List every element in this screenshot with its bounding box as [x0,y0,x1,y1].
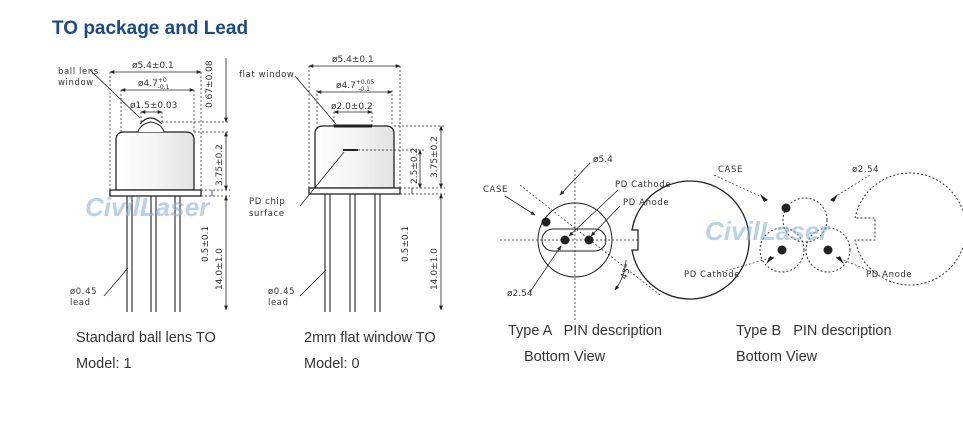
flat-window-h-lead: 14.0±1.0 [430,248,440,290]
flat-window-label: flat window [239,70,294,80]
flat-window-d-cap: ø4.7+0.05-0.1 [336,79,374,93]
type-a-pin-diagram [500,162,750,320]
flat-window-h-cap: 3.75±0.2 [430,136,440,178]
ball-lens-lead-label-1: ø0.45 [70,287,97,297]
type-b-labels: CASE ø2.54 PD Cathode PD Anode [684,165,912,280]
type-b-pd-anode-label: PD Anode [866,270,912,280]
flat-window-h-flange: 0.5±0.1 [401,226,411,262]
flat-window-to-labels: flat window ø5.4±0.1 ø4.7+0.05-0.1 ø2.0±… [239,55,440,308]
type-b-caption: Type B PIN description [736,323,892,339]
ball-lens-h-cap: 3.75±0.2 [215,144,225,186]
ball-lens-d-outer: ø5.4±0.1 [132,61,174,71]
pd-chip-label-1: PD chip [249,197,285,207]
type-a-angle-label: 45° [619,263,634,281]
ball-lens-window-label-2: window [58,78,94,88]
type-b-pitch-label: ø2.54 [852,165,879,175]
ball-lens-model: Model: 1 [76,356,132,372]
watermark-right: CivilLaser [705,216,831,246]
ball-lens-d-cap: ø4.7+0-0.1 [138,77,170,91]
flat-window-to-drawing [294,64,445,312]
flat-window-caption: 2mm flat window TO [304,330,436,346]
type-b-case-label: CASE [718,165,743,175]
ball-lens-window-label-1: ball lens [58,67,99,77]
ball-lens-h-flange: 0.5±0.1 [201,226,211,262]
type-a-d-outer: ø5.4 [593,155,613,165]
ball-lens-to-drawing [89,58,230,312]
ball-lens-caption: Standard ball lens TO [76,330,216,346]
flat-window-lead-label-1: ø0.45 [268,287,295,297]
type-a-pitch-label: ø2.54 [507,289,533,299]
pd-chip-label-2: surface [249,209,285,219]
ball-lens-to-labels: ball lens window ø5.4±0.1 ø4.7+0-0.1 ø1.… [58,60,225,308]
flat-window-h-chip: 2.5±0.2 [410,148,420,184]
ball-lens-d-lens: ø1.5±0.03 [130,101,177,111]
type-a-pd-cathode-label: PD Cathode [615,180,671,190]
ball-lens-h-lens: 0.67±0.08 [205,60,215,108]
type-b-pd-cathode-label: PD Cathode [684,270,740,280]
page-title: TO package and Lead [52,18,249,39]
flat-window-d-outer: ø5.4±0.1 [332,55,374,65]
flat-window-lead-label-2: lead [268,298,289,308]
type-a-caption: Type A PIN description [508,323,662,339]
type-a-case-label: CASE [483,185,508,195]
flat-window-d-window: ø2.0±0.2 [331,102,373,112]
watermark-left: CivilLaser [85,192,211,222]
type-a-pd-anode-label: PD Anode [623,198,669,208]
flat-window-model: Model: 0 [304,356,360,372]
type-b-view: Bottom View [736,349,818,365]
ball-lens-h-lead: 14.0±1.0 [215,248,225,290]
ball-lens-lead-label-2: lead [70,298,91,308]
type-a-view: Bottom View [524,349,606,365]
type-b-pin-diagram [713,172,963,286]
